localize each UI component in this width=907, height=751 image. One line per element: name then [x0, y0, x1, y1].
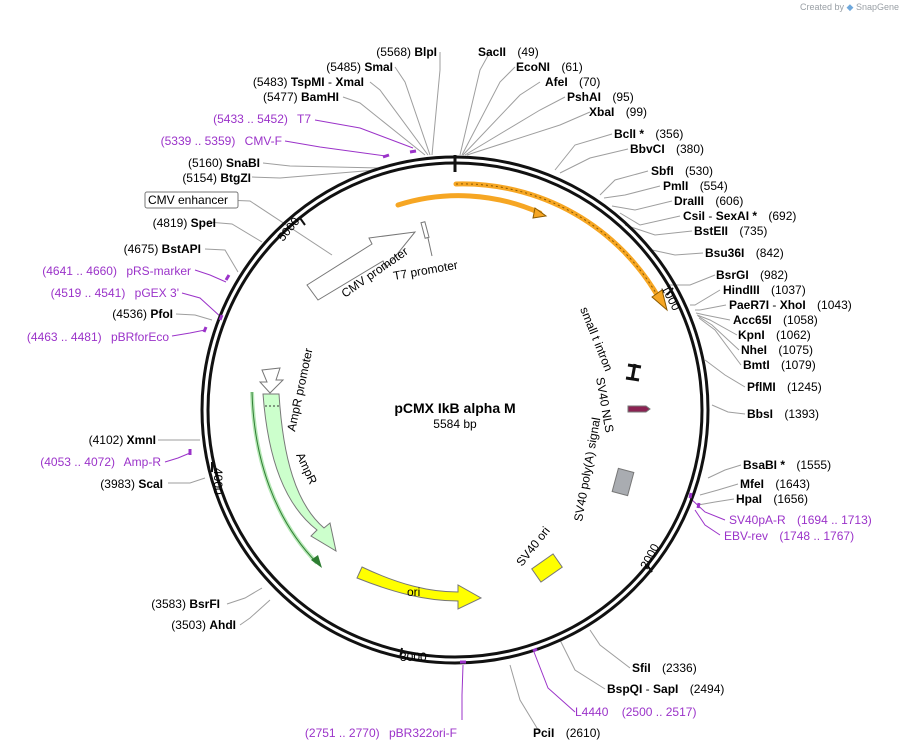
- enzyme-spei: (4819) SpeI: [153, 216, 216, 230]
- enzyme-bsteii: BstEII (735): [694, 224, 767, 238]
- enzyme-bbsi: BbsI (1393): [747, 407, 819, 421]
- enzyme-smai: (5485) SmaI: [326, 60, 393, 74]
- small-t-intron-label: small t intron: [577, 305, 615, 373]
- enzyme-csii-sexai: CsiI - SexAI * (692): [683, 209, 796, 223]
- orf-inner-arrowhead-icon: [532, 207, 548, 219]
- sv40-nls-mark: [627, 405, 651, 413]
- ampr-arrow: [262, 393, 337, 553]
- enzyme-nhei: NheI (1075): [741, 343, 813, 357]
- orf-arrowhead-icon: [651, 289, 668, 312]
- primers: (5433 .. 5452) T7 (5339 .. 5359) CMV-F (…: [27, 112, 872, 740]
- credit-brand: SnapGene: [855, 2, 899, 12]
- snapgene-logo-icon: ◆: [846, 2, 854, 12]
- enzyme-sacii: SacII (49): [478, 45, 539, 59]
- ampr-outer-arrowhead-icon: [311, 555, 322, 568]
- enzyme-econi: EcoNI (61): [516, 60, 583, 74]
- snapgene-credit: Created by ◆ SnapGene: [800, 2, 899, 13]
- enzyme-xmni: (4102) XmnI: [89, 433, 156, 447]
- primer-pgex-3: (4519 .. 4541) pGEX 3': [51, 286, 179, 300]
- credit-prefix: Created by: [799, 2, 844, 12]
- enzyme-paer7i-xhoi: PaeR7I - XhoI (1043): [729, 298, 852, 312]
- ori-label: ori: [407, 585, 420, 599]
- enzyme-bmti: BmtI (1079): [743, 358, 816, 372]
- ampr-promoter-arrow: [258, 367, 285, 394]
- ori-arrow: [356, 566, 483, 610]
- enzyme-scai: (3983) ScaI: [100, 477, 163, 491]
- orf-arrow-inner: [395, 193, 543, 216]
- t7-promoter-mark: [420, 221, 430, 239]
- enzyme-bspqi-sapi: BspQI - SapI (2494): [607, 682, 724, 696]
- enzyme-bsrfi: (3583) BsrFI: [151, 597, 220, 611]
- primer-marks: [188, 149, 701, 664]
- primer-pbrforeco: (4463 .. 4481) pBRforEco: [27, 330, 169, 344]
- enzyme-hpai: HpaI (1656): [736, 492, 808, 506]
- small-t-intron-mark: [625, 363, 642, 382]
- enzyme-hindiii: HindIII (1037): [723, 283, 806, 297]
- enzyme-ahdi: (3503) AhdI: [171, 618, 236, 632]
- sv40-polya-label: SV40 poly(A) signal: [571, 416, 603, 522]
- primer-t7: (5433 .. 5452) T7: [213, 112, 311, 126]
- tick-marks: [211, 217, 674, 659]
- ampr-promoter-label: AmpR promoter: [284, 347, 315, 433]
- enzyme-acc65i: Acc65I (1058): [733, 313, 818, 327]
- enzyme-pcii: PciI (2610): [533, 726, 600, 740]
- enzyme-bcli: BclI * (356): [614, 127, 683, 141]
- enzyme-tspmi-xmai: (5483) TspMI - XmaI: [253, 75, 364, 89]
- enzyme-pshai: PshAI (95): [567, 90, 634, 104]
- enzyme-afei: AfeI (70): [545, 75, 600, 89]
- enzyme-bbvci: BbvCI (380): [630, 142, 704, 156]
- enzyme-kpni: KpnI (1062): [738, 328, 811, 342]
- enzyme-draiii: DraIII (606): [674, 194, 743, 208]
- plasmid-length: 5584 bp: [433, 417, 477, 431]
- enzymes-right: SacII (49) EcoNI (61) AfeI (70) PshAI (9…: [478, 45, 852, 740]
- enzyme-bsu36i: Bsu36I (842): [705, 246, 784, 260]
- enzyme-sfii: SfiI (2336): [632, 661, 697, 675]
- primer-prs-marker: (4641 .. 4660) pRS-marker: [42, 264, 191, 278]
- enzyme-sbfi: SbfI (530): [651, 164, 713, 178]
- orf-arrow-outline: [455, 183, 661, 301]
- enzyme-pflmi: PflMI (1245): [747, 380, 822, 394]
- enzyme-pmli: PmlI (554): [663, 179, 728, 193]
- t7-promoter-leader: [427, 237, 433, 257]
- enzyme-bsabi: BsaBI * (1555): [743, 458, 831, 472]
- tick-2000: 2000: [637, 541, 662, 571]
- cmv-promoter-arrow: [306, 231, 417, 301]
- ampr-label: AmpR: [293, 450, 320, 486]
- leader-lines: [158, 51, 746, 734]
- enzyme-bamhi: (5477) BamHI: [263, 90, 339, 104]
- tick-4000: 4000: [211, 468, 225, 495]
- enzyme-btgzi: (5154) BtgZI: [182, 171, 251, 185]
- plasmid-name: pCMX IkB alpha M: [394, 400, 515, 416]
- enzymes-left: (5568) BlpI (5485) SmaI (5483) TspMI - X…: [89, 45, 437, 632]
- primer-l4440: L4440 (2500 .. 2517): [575, 705, 696, 719]
- primer-ebv-rev: EBV-rev (1748 .. 1767): [724, 529, 854, 543]
- enzyme-pfoi: (4536) PfoI: [112, 307, 173, 321]
- tick-3000: 3000: [400, 650, 427, 664]
- sv40-polya-box: [611, 467, 635, 497]
- enzyme-mfei: MfeI (1643): [740, 477, 810, 491]
- ampr-outer-track-line: [251, 391, 318, 564]
- primer-cmv-f: (5339 .. 5359) CMV-F: [161, 134, 282, 148]
- cmv-enhancer-label: CMV enhancer: [144, 191, 239, 209]
- svg-text:CMV enhancer: CMV enhancer: [148, 193, 228, 207]
- sv40-ori-box: [531, 553, 563, 583]
- primer-pbr322ori-f: (2751 .. 2770) pBR322ori-F: [305, 726, 457, 740]
- enzyme-bstapi: (4675) BstAPI: [124, 242, 201, 256]
- orf-arrow: [453, 181, 663, 303]
- primer-amp-r: (4053 .. 4072) Amp-R: [40, 455, 161, 469]
- enzyme-blpi: (5568) BlpI: [376, 45, 437, 59]
- primer-leaders: [164, 119, 726, 720]
- primer-sv40pa-r: SV40pA-R (1694 .. 1713): [729, 513, 872, 527]
- enzyme-bsrgi: BsrGI (982): [716, 268, 788, 282]
- enzyme-xbai: XbaI (99): [589, 105, 647, 119]
- enzyme-snabi: (5160) SnaBI: [188, 156, 260, 170]
